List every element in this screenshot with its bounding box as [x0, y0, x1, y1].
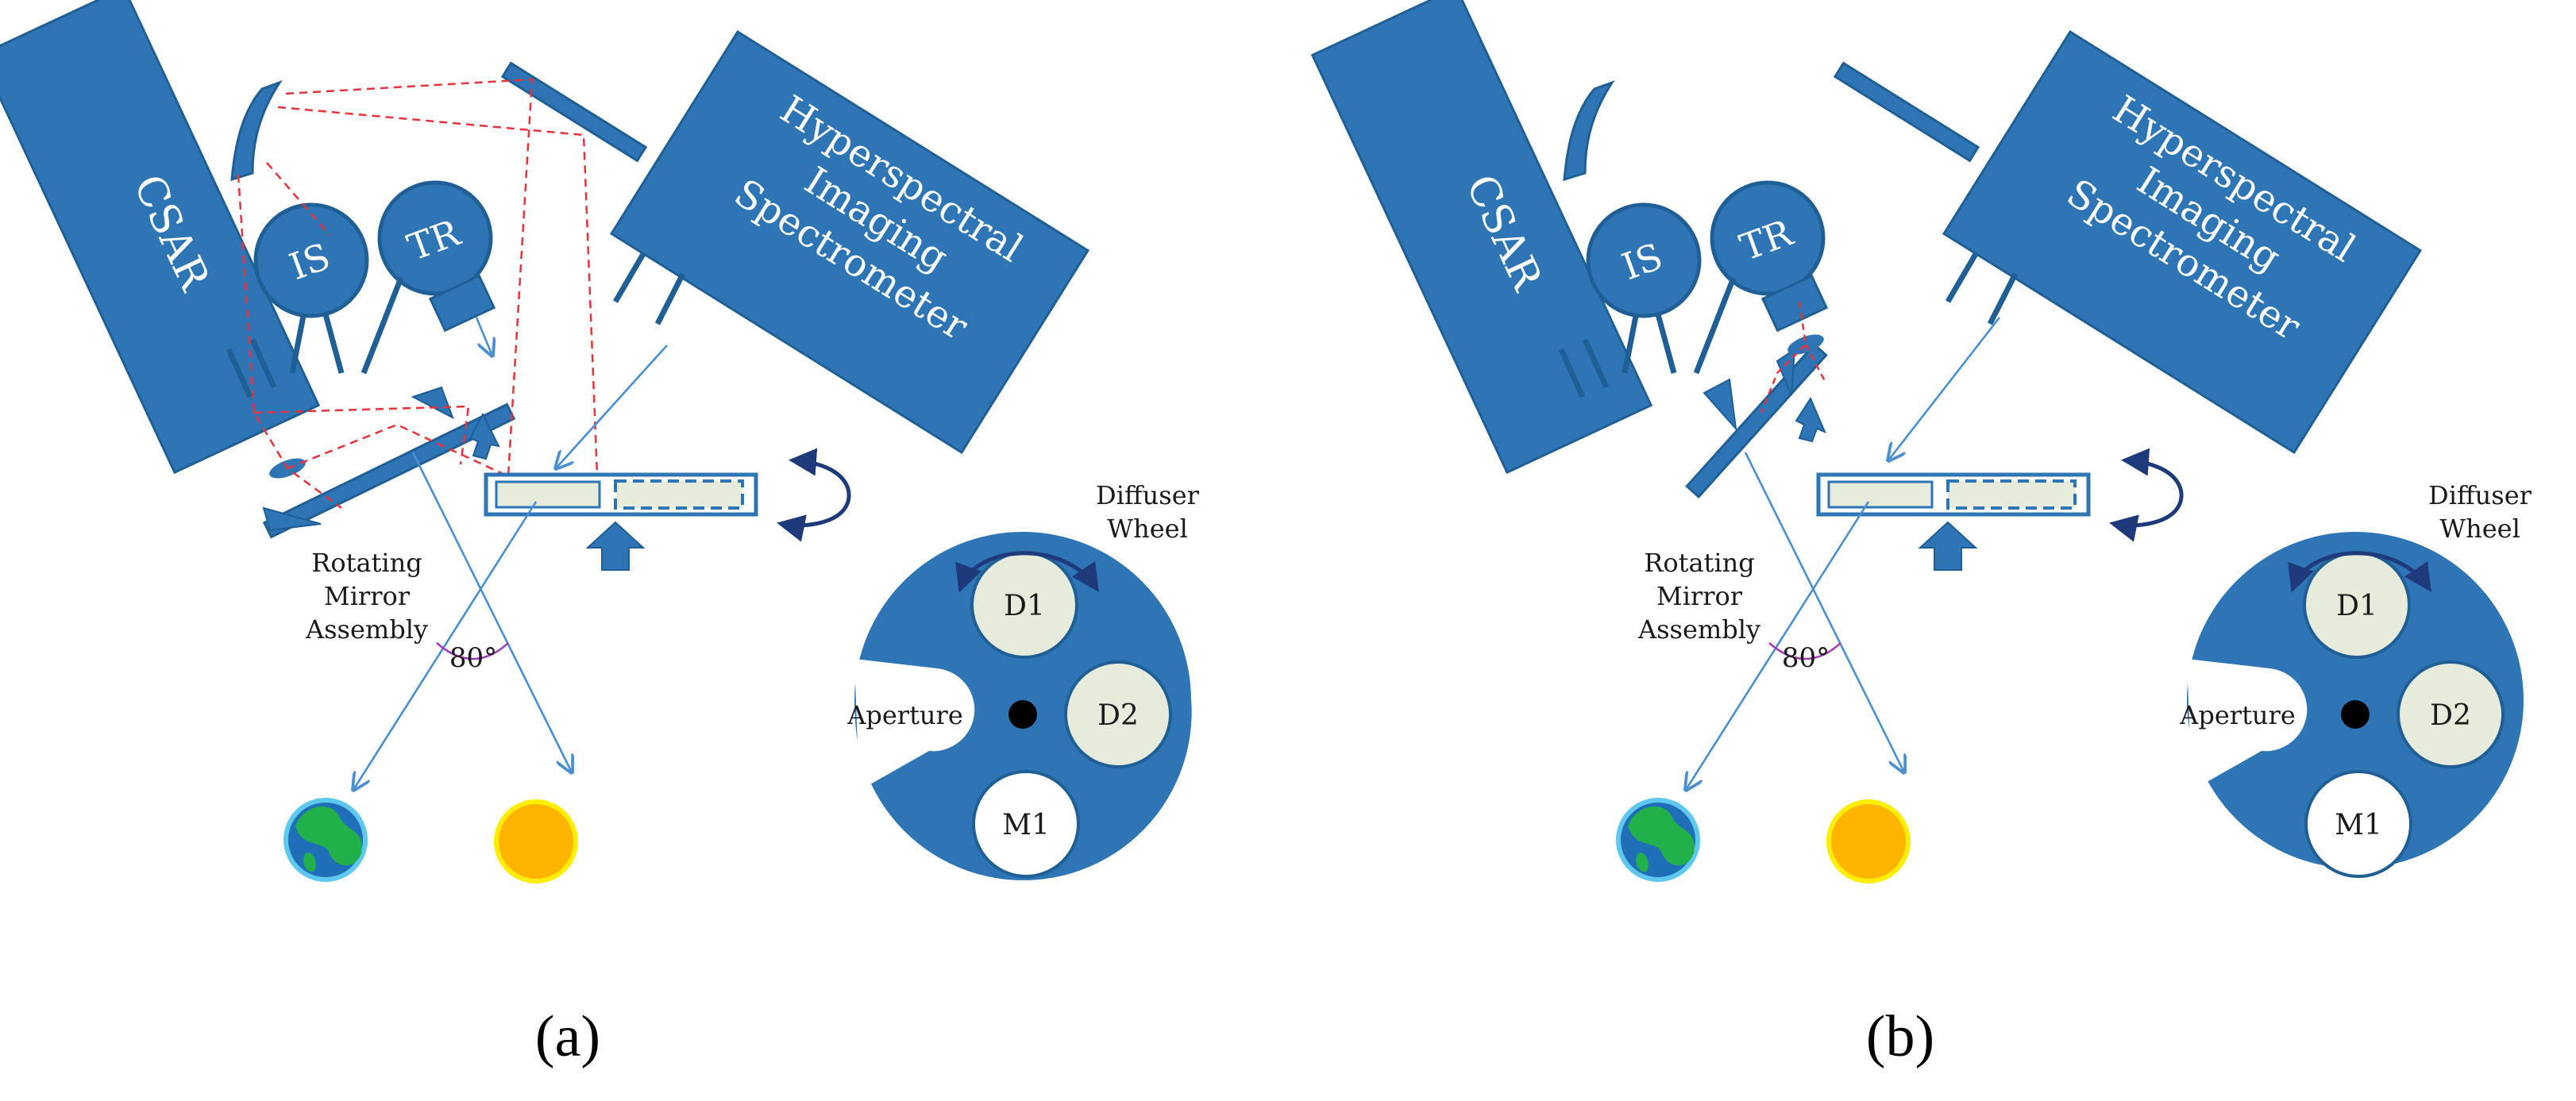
m1-label: M1	[2335, 809, 2382, 841]
svg-text:Assembly: Assembly	[305, 614, 428, 645]
svg-text:Assembly: Assembly	[1637, 614, 1760, 645]
sun-icon	[494, 799, 578, 883]
light-rays	[1686, 317, 2001, 790]
angle-arc	[436, 642, 509, 660]
d1-label: D1	[1004, 590, 1045, 622]
svg-text:Wheel: Wheel	[1107, 514, 1188, 544]
svg-text:Rotating: Rotating	[311, 548, 422, 578]
rotating-mirror-assembly	[262, 386, 516, 539]
aperture-label: Aperture	[2179, 700, 2296, 730]
rotation-arrow-icon	[2109, 448, 2184, 542]
diffuser-wheel	[854, 532, 1192, 880]
rotating-mirror-label: Rotating Mirror Assembly	[1637, 548, 1760, 645]
svg-text:Mirror: Mirror	[324, 581, 411, 611]
angle-label: 80°	[1782, 642, 1830, 674]
panel-b: 80° CSAR IS TR Hyperspectral Imaging Spe	[1313, 0, 2532, 1069]
dashed-optical-paths	[1760, 301, 1826, 414]
svg-text:Wheel: Wheel	[2439, 514, 2520, 544]
d2-label: D2	[1097, 699, 1139, 732]
caption-a: (a)	[535, 1004, 600, 1069]
light-rays	[353, 317, 668, 790]
svg-text:Rotating: Rotating	[1644, 548, 1754, 578]
aperture-label: Aperture	[846, 700, 963, 730]
diffuser-slide	[484, 472, 758, 571]
dashed-optical-paths	[237, 78, 599, 510]
pointer-arrow-icon	[469, 412, 500, 460]
earth-icon	[1616, 798, 1700, 882]
diffuser-wheel-label: Diffuser Wheel	[2428, 480, 2532, 544]
svg-text:Diffuser: Diffuser	[2428, 480, 2532, 510]
diffuser-wheel	[2187, 532, 2524, 878]
earth-icon	[283, 798, 368, 882]
diffuser-wheel-label: Diffuser Wheel	[1096, 480, 1200, 544]
svg-text:Diffuser: Diffuser	[1096, 480, 1200, 510]
m1-label: M1	[1002, 809, 1050, 841]
d2-label: D2	[2430, 699, 2471, 732]
caption-b: (b)	[1866, 1004, 1934, 1069]
rotating-mirror-assembly	[1685, 334, 1828, 499]
d1-label: D1	[2336, 590, 2377, 622]
sun-icon	[1826, 799, 1911, 883]
panel-a: 80° CSAR IS TR Hyperspectral Imaging	[0, 0, 1200, 1069]
pointer-arrow-icon	[1795, 396, 1826, 443]
rotation-arrow-icon	[777, 448, 851, 542]
angle-arc	[1768, 642, 1841, 660]
svg-text:Mirror: Mirror	[1656, 581, 1743, 611]
diffuser-slide	[1816, 472, 2091, 571]
angle-label: 80°	[449, 642, 497, 674]
rotating-mirror-label: Rotating Mirror Assembly	[305, 548, 428, 645]
